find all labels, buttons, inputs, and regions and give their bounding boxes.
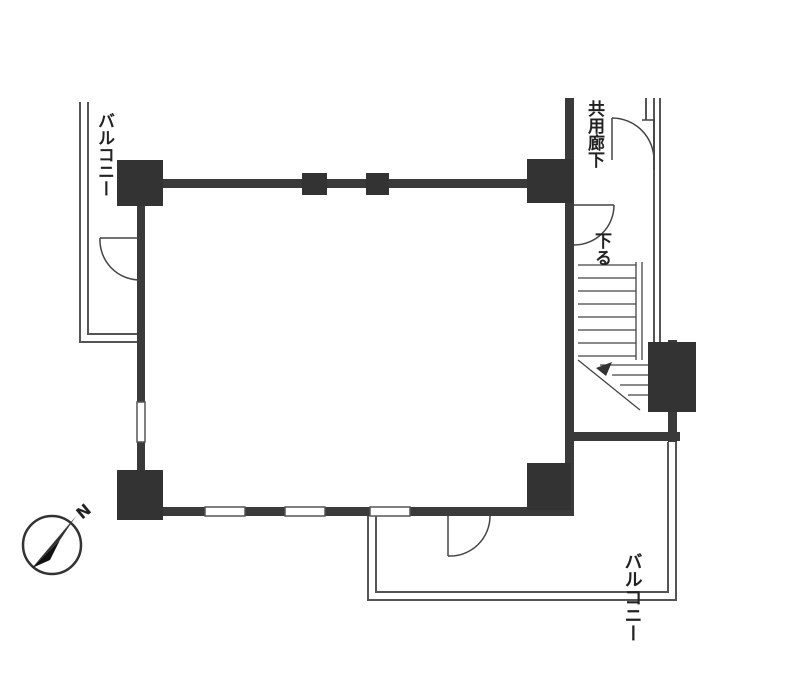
windows: [136, 401, 411, 517]
bottom-balcony: [367, 442, 677, 601]
down-label: 下る: [591, 232, 612, 266]
left-balcony: [79, 102, 138, 343]
columns: [117, 159, 696, 520]
balcony-bottom-label: バルコニー: [622, 552, 643, 642]
doors: [99, 117, 655, 557]
stair-arrow: [596, 362, 612, 376]
stairs: [577, 262, 648, 411]
corridor-label: 共用廊下: [584, 100, 605, 169]
balcony-left-label: バルコニー: [94, 112, 115, 197]
north-label: N: [72, 500, 94, 523]
north-compass: N: [21, 500, 95, 576]
